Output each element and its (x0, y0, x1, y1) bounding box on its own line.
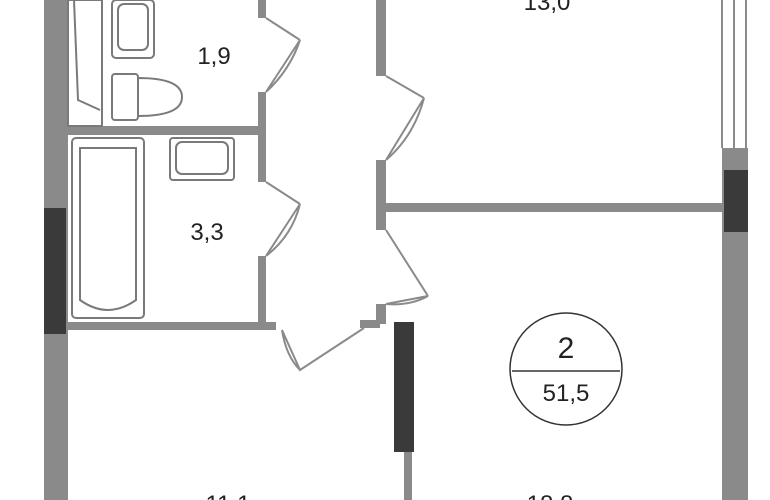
door-bathroom (265, 181, 301, 257)
total-area: 51,5 (543, 380, 590, 407)
wall-toilet-right-bottom (258, 92, 266, 182)
column-right (724, 170, 748, 232)
wall-bathroom-bottom (68, 322, 276, 330)
columns (44, 170, 748, 452)
toilet-sink-bowl (117, 3, 149, 51)
column-left (44, 208, 66, 334)
summary-badge: 2 51,5 (509, 312, 623, 426)
fixtures (67, 0, 235, 319)
room-area-kitchen: 11,1 (206, 491, 251, 500)
bathroom-sink-icon (169, 137, 235, 181)
wall-kitchen-living (404, 450, 412, 500)
door-living (385, 229, 429, 306)
wall-bedroom-living (386, 203, 722, 212)
room-area-toilet: 1,9 (197, 43, 230, 70)
room-area-bathroom: 3,3 (190, 219, 223, 246)
wall-corridor-top (376, 0, 386, 76)
wall-bath-right-bottom (258, 256, 266, 326)
room-area-bedroom: 13,0 (524, 0, 571, 16)
wall-entry-stub (360, 320, 380, 328)
column-center (394, 322, 414, 452)
doors (265, 17, 429, 372)
toilet-icon (111, 73, 184, 121)
room-area-living: 18,8 (527, 491, 574, 500)
door-toilet (265, 17, 301, 93)
door-bedroom (385, 75, 425, 161)
wall-toilet-bottom (68, 126, 264, 135)
wall-corridor-mid (376, 160, 386, 230)
rooms-count: 2 (558, 332, 575, 365)
shelf-unit (67, 0, 103, 127)
window-right (721, 0, 747, 148)
door-kitchen (281, 327, 365, 372)
bathtub-icon (71, 137, 145, 319)
wall-toilet-right-top (258, 0, 266, 18)
wall-corridor-low (376, 304, 386, 324)
